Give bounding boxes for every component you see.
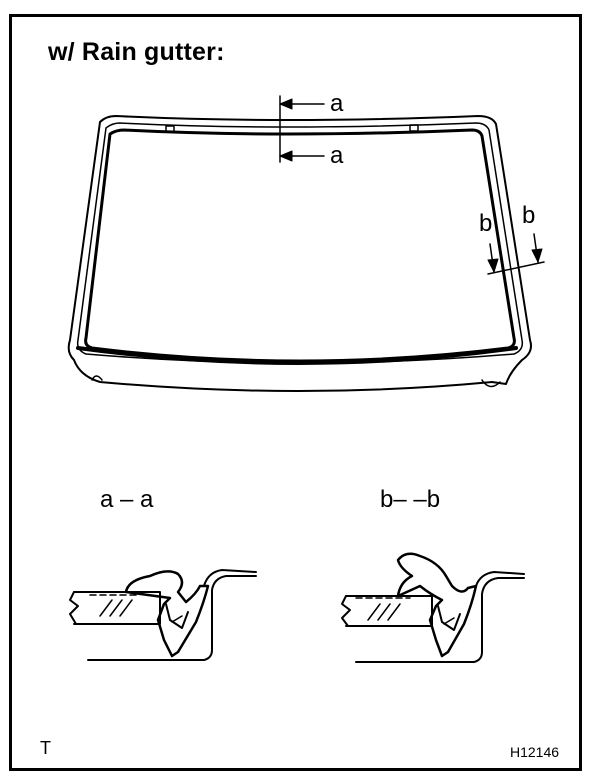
arrow-a-bottom-head <box>279 150 293 162</box>
caption-section-a: a – a <box>100 486 154 513</box>
bottom-notch-left <box>91 375 103 381</box>
section-line-b <box>487 261 545 275</box>
figure-title: w/ Rain gutter: <box>48 38 225 66</box>
arrow-b-right-head <box>531 248 543 263</box>
windshield-glass-edge <box>84 128 516 363</box>
label-a-top: a <box>330 90 344 117</box>
caption-section-b: b– –b <box>380 486 441 513</box>
label-b-right: b <box>522 202 536 229</box>
cross-section-a <box>69 569 257 661</box>
windshield-bottom-edge <box>76 346 518 365</box>
molding-clip-left <box>165 125 175 133</box>
bottom-notch-right <box>481 379 501 388</box>
label-a-bottom: a <box>330 142 344 169</box>
arrow-a-top-head <box>279 98 293 110</box>
windshield-inner-molding <box>76 122 524 364</box>
cross-section-b <box>341 552 525 663</box>
molding-clip-right <box>409 124 419 132</box>
figure-code: H12146 <box>510 744 560 760</box>
label-b-left: b <box>479 210 493 237</box>
arrow-b-left-head <box>487 258 499 273</box>
corner-mark: T <box>40 738 51 758</box>
windshield-outer-molding <box>67 115 532 392</box>
